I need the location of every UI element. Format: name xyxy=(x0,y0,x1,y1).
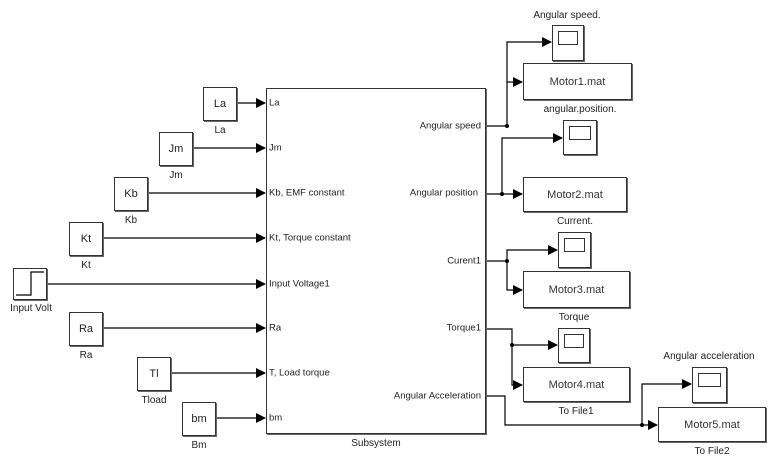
constant-block-tload[interactable]: Tl xyxy=(137,357,171,391)
step-icon xyxy=(16,271,44,296)
input-port-label: Input Voltage1 xyxy=(269,278,330,290)
constant-block-la[interactable]: La xyxy=(203,87,237,121)
scope-screen-icon xyxy=(698,373,721,387)
to-file-filename: Motor2.mat xyxy=(547,188,603,201)
constant-value: Jm xyxy=(168,143,184,155)
block-label: Kt xyxy=(81,260,91,271)
scope-label: Angular speed. xyxy=(533,10,601,21)
input-port-label: Jm xyxy=(269,142,282,154)
block-label: Bm xyxy=(191,440,207,451)
constant-block-kt[interactable]: Kt xyxy=(69,222,103,256)
scope-screen-icon xyxy=(558,31,578,45)
scope-block-current[interactable] xyxy=(558,232,591,268)
to-file-block-motor3[interactable]: Motor3.mat xyxy=(523,271,630,308)
constant-value: Kt xyxy=(80,233,92,245)
block-label: La xyxy=(214,125,226,136)
block-label: Kb xyxy=(124,215,138,226)
input-port-label: bm xyxy=(269,412,283,424)
constant-block-kb[interactable]: Kb xyxy=(114,177,148,211)
wire-torque[interactable] xyxy=(486,328,523,390)
input-port-label: Kb, EMF constant xyxy=(269,187,345,199)
scope-screen-icon xyxy=(564,238,585,252)
block-label: Ra xyxy=(79,350,93,361)
to-file-block-motor1[interactable]: Motor1.mat xyxy=(523,63,632,100)
block-label: Jm xyxy=(169,170,183,181)
junction-dot xyxy=(640,423,644,427)
output-port-label: Angular position xyxy=(409,187,478,199)
output-port-label: Torque1 xyxy=(446,322,481,334)
block-label: To File2 xyxy=(694,446,730,457)
junction-dot xyxy=(500,192,504,196)
junction-dot xyxy=(505,124,509,128)
to-file-block-motor2[interactable]: Motor2.mat xyxy=(523,177,627,212)
wire-current-file[interactable] xyxy=(506,261,523,295)
constant-block-ra[interactable]: Ra xyxy=(69,312,103,346)
subsystem-block[interactable] xyxy=(266,88,486,434)
block-label: Input Volt xyxy=(10,303,52,314)
input-port-label: Ra xyxy=(269,322,282,334)
scope-label: angular.position. xyxy=(543,104,617,115)
to-file-filename: Motor4.mat xyxy=(548,378,605,391)
scope-block-angular-speed[interactable] xyxy=(552,25,584,61)
to-file-block-motor4[interactable]: Motor4.mat xyxy=(523,367,630,402)
block-label: To File1 xyxy=(558,406,594,417)
constant-value: Ra xyxy=(78,323,94,335)
constant-value: bm xyxy=(191,413,207,425)
junction-dot xyxy=(510,343,514,347)
junction-dot xyxy=(505,259,509,263)
scope-screen-icon xyxy=(569,126,591,140)
input-port-label: La xyxy=(269,97,280,109)
scope-label: Current. xyxy=(556,216,594,227)
constant-value: Tl xyxy=(149,368,159,380)
wire-angular-acceleration[interactable] xyxy=(486,395,658,430)
constant-value: Kb xyxy=(124,188,138,200)
output-port-label: Curent1 xyxy=(447,255,481,267)
to-file-block-motor5[interactable]: Motor5.mat xyxy=(658,407,766,442)
constant-block-bm[interactable]: bm xyxy=(182,402,216,436)
scope-label: Torque xyxy=(558,312,590,323)
wire-angular-position-scope[interactable] xyxy=(501,133,563,194)
block-label: Tload xyxy=(141,395,167,406)
input-port-label: Kt, Torque constant xyxy=(269,232,351,244)
to-file-filename: Motor3.mat xyxy=(548,283,605,296)
wire-angular-acceleration-scope[interactable] xyxy=(641,379,692,425)
scope-screen-icon xyxy=(564,334,584,348)
scope-block-angular-acceleration[interactable] xyxy=(692,367,727,403)
to-file-filename: Motor5.mat xyxy=(684,418,740,431)
constant-value: La xyxy=(213,98,227,110)
step-block[interactable] xyxy=(13,268,47,300)
output-port-label: Angular Acceleration xyxy=(393,390,481,402)
scope-block-angular-position[interactable] xyxy=(563,120,597,155)
wire-angular-speed-scope[interactable] xyxy=(506,37,552,126)
scope-block-torque[interactable] xyxy=(558,328,590,363)
to-file-filename: Motor1.mat xyxy=(549,75,606,88)
input-port-label: T, Load torque xyxy=(269,367,330,379)
subsystem-label: Subsystem xyxy=(351,438,401,449)
scope-label: Angular acceleration xyxy=(663,351,755,362)
wire-current-scope[interactable] xyxy=(506,245,558,261)
constant-block-jm[interactable]: Jm xyxy=(159,132,193,166)
output-port-label: Angular speed xyxy=(419,120,481,132)
